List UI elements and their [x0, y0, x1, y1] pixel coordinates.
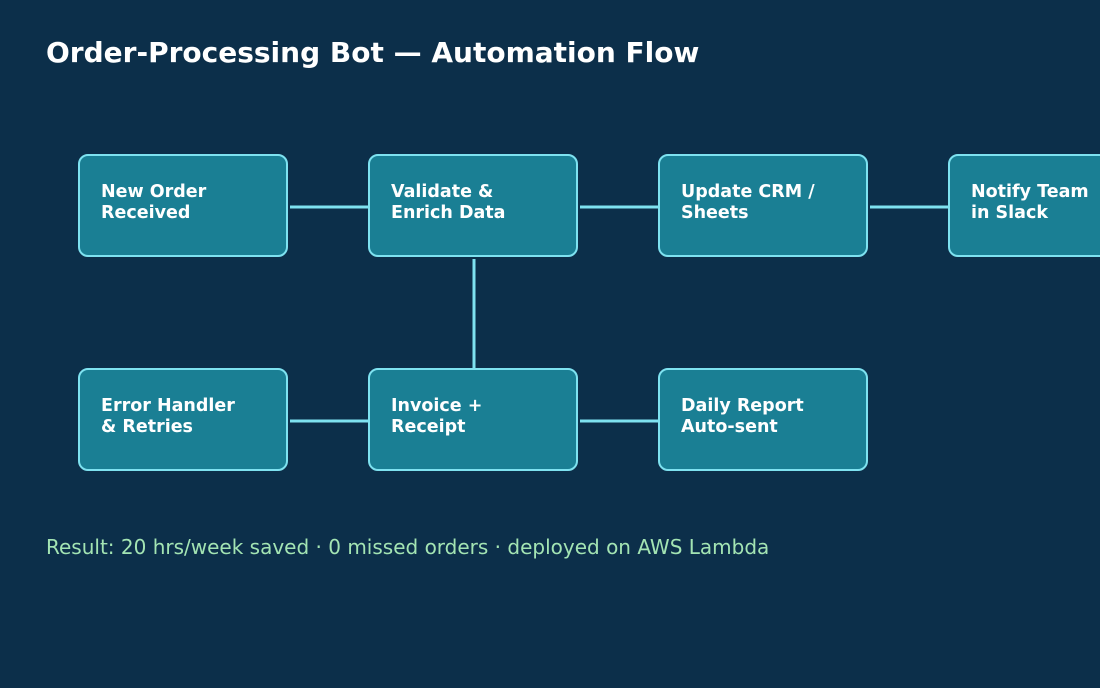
node-notify-team-slack[interactable]: Notify Team in Slack [948, 154, 1100, 257]
node-error-handler-retries[interactable]: Error Handler & Retries [78, 368, 288, 471]
node-update-crm-sheets[interactable]: Update CRM / Sheets [658, 154, 868, 257]
result-summary: Result: 20 hrs/week saved · 0 missed ord… [46, 535, 770, 559]
node-validate-enrich-data[interactable]: Validate & Enrich Data [368, 154, 578, 257]
node-new-order-received[interactable]: New Order Received [78, 154, 288, 257]
node-invoice-receipt[interactable]: Invoice + Receipt [368, 368, 578, 471]
page-title: Order-Processing Bot — Automation Flow [46, 36, 700, 69]
node-daily-report[interactable]: Daily Report Auto-sent [658, 368, 868, 471]
